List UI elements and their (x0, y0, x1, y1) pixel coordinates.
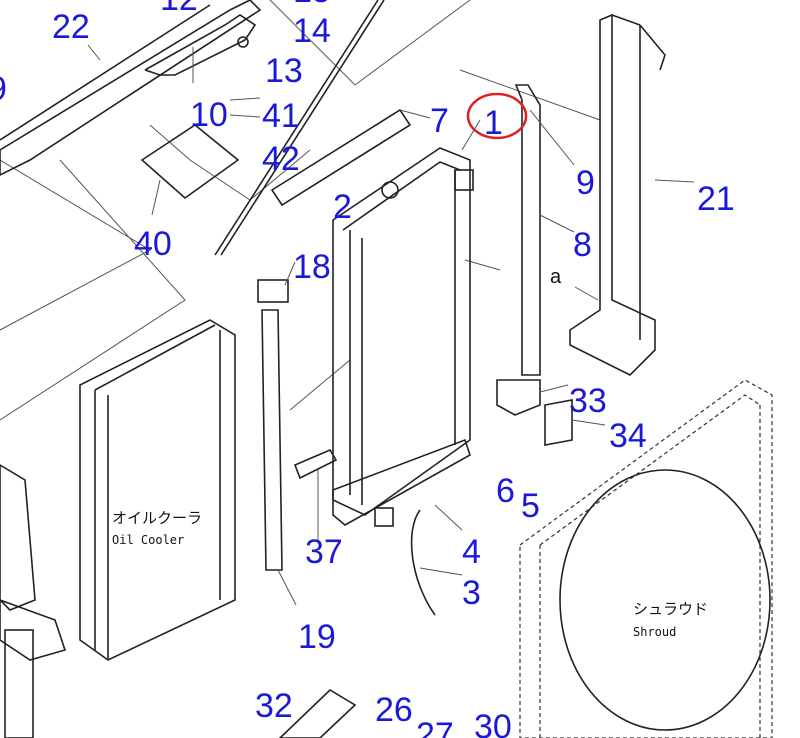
part-label[interactable]: 5 (521, 487, 540, 525)
left-bracket (0, 464, 67, 738)
rod-42 (214, 0, 385, 256)
seal-37 (293, 448, 338, 480)
seal-34 (544, 399, 573, 446)
bracket-21 (569, 13, 666, 376)
part-label[interactable]: 22 (52, 8, 90, 46)
seal-18 (257, 279, 289, 303)
radiator-1 (332, 147, 474, 527)
part-label[interactable]: 4 (462, 533, 481, 571)
oil-cooler-label-jp: オイルクーラ (112, 509, 202, 527)
frame-bracket-22 (0, 0, 262, 176)
part-labels[interactable]: 22 12 15 14 13 10 41 42 9 7 1 9 21 2 8 4… (0, 0, 735, 738)
part-label[interactable]: 9 (0, 70, 7, 108)
hose-3 (410, 509, 436, 616)
part-label[interactable]: 12 (160, 0, 198, 18)
part-label[interactable]: 3 (462, 574, 481, 612)
seal-19 (261, 309, 283, 571)
highlight-circle (466, 92, 528, 140)
part-label[interactable]: 33 (569, 382, 607, 420)
part-label[interactable]: 27 (416, 716, 454, 738)
part-32 (278, 688, 357, 738)
plate-40 (140, 124, 240, 200)
seal-8 (514, 84, 541, 376)
part-label[interactable]: 21 (697, 180, 735, 218)
part-label[interactable]: 10 (190, 96, 228, 134)
oil-cooler-label-en: Oil Cooler (112, 533, 184, 547)
part-label[interactable]: 41 (262, 97, 300, 135)
part-label[interactable]: 14 (293, 12, 331, 50)
leader-lines (87, 44, 695, 606)
part-label[interactable]: 15 (293, 0, 331, 10)
part-label[interactable]: 6 (496, 472, 515, 510)
oil-cooler (79, 319, 236, 661)
shroud-label-jp: シュラウド (633, 600, 708, 618)
part-label[interactable]: 1 (484, 104, 503, 142)
seal-7 (270, 108, 412, 207)
part-label[interactable]: 8 (573, 226, 592, 264)
part-label[interactable]: 13 (265, 52, 303, 90)
part-label[interactable]: 42 (262, 140, 300, 178)
part-label[interactable]: 37 (305, 533, 343, 571)
part-label[interactable]: 30 (474, 708, 512, 738)
part-label[interactable]: 34 (609, 417, 647, 455)
part-label[interactable]: 9 (576, 164, 595, 202)
view-marker: a (550, 266, 562, 288)
part-label[interactable]: 7 (430, 102, 449, 140)
part-label[interactable]: 40 (134, 225, 172, 263)
section-lines (0, 0, 601, 421)
shroud-label-en: Shroud (633, 625, 676, 639)
part-label[interactable]: 2 (333, 188, 352, 226)
part-label[interactable]: 26 (375, 691, 413, 729)
part-label[interactable]: 18 (293, 248, 331, 286)
shroud (519, 379, 773, 738)
part-label[interactable]: 32 (255, 687, 293, 725)
seal-33 (496, 379, 541, 416)
part-label[interactable]: 19 (298, 618, 336, 656)
